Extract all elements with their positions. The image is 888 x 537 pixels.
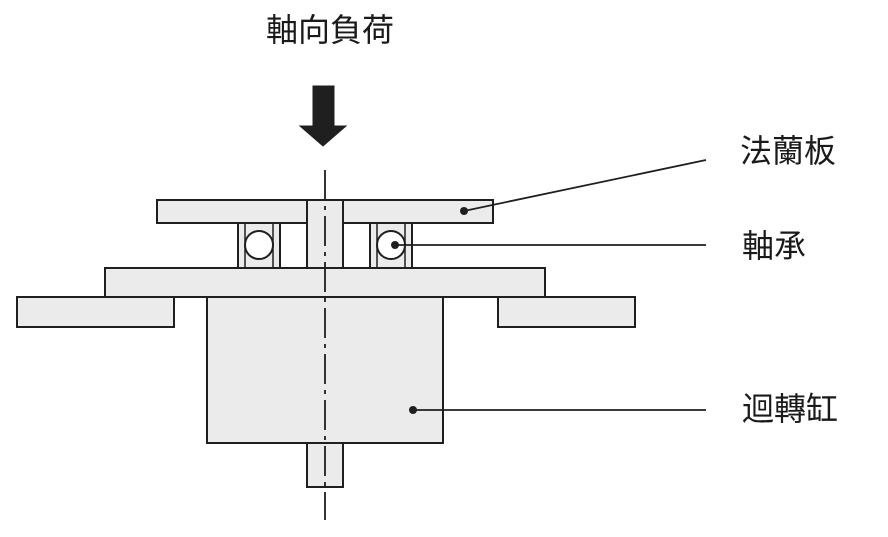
left-base-plate [16, 296, 175, 328]
ball-bearing-icon [244, 230, 274, 260]
right-base-plate [497, 296, 636, 328]
left-bearing [237, 222, 281, 269]
flange-label: 法蘭板 [740, 132, 836, 170]
down-arrow-icon [298, 85, 348, 147]
bearing-label: 軸承 [742, 227, 806, 265]
flange-leader-line [463, 159, 707, 212]
rotary-cylinder-label: 迴轉缸 [742, 390, 838, 428]
diagram-title: 軸向負荷 [266, 11, 394, 49]
